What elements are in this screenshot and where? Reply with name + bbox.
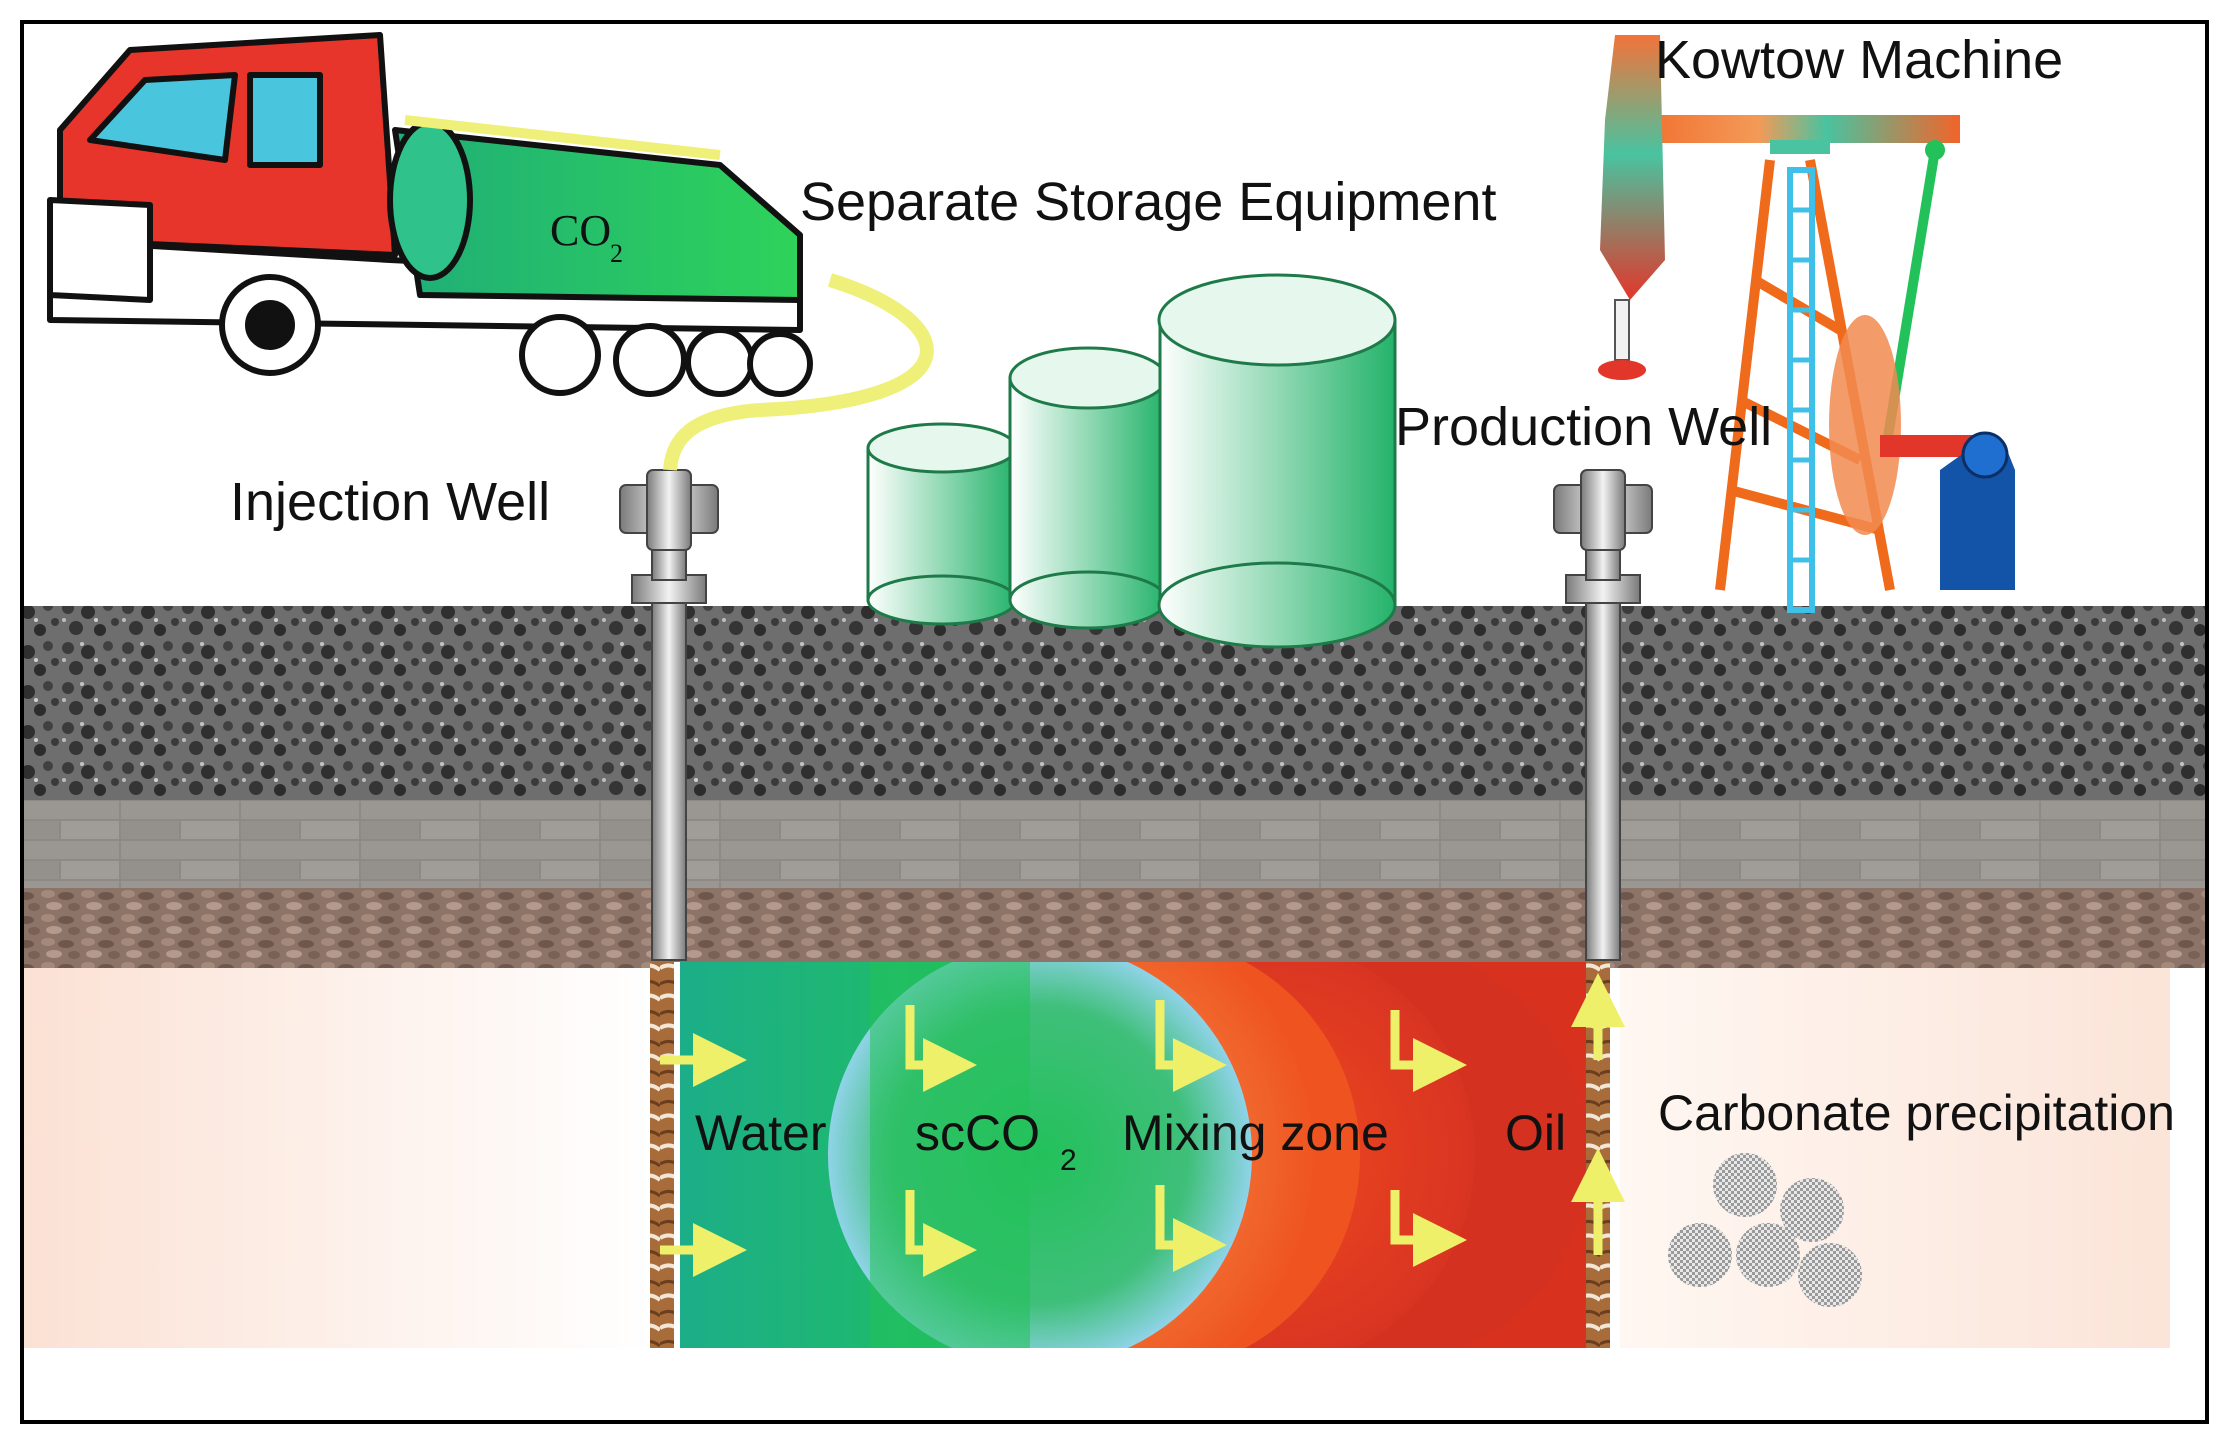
- arrow-l-5: [1390, 1010, 1467, 1092]
- injection-casing: [651, 599, 687, 961]
- pumpjack-ladder: [1787, 167, 1815, 613]
- pumpjack-gearbox: [1940, 445, 2015, 590]
- co2-tanker-truck-icon: [47, 32, 813, 397]
- carbonate-particles-icon: [1668, 1153, 1862, 1307]
- injection-well: [619, 469, 719, 961]
- arrow-l-2: [905, 1190, 977, 1277]
- pumpjack-carrier: [1598, 360, 1646, 380]
- truck-window: [87, 72, 238, 163]
- label-oil: Oil: [1505, 1105, 1566, 1161]
- wellhead-valve-icon: [1553, 469, 1653, 551]
- pumpjack-polished-rod: [1614, 299, 1630, 361]
- pumpjack-icon: [1598, 35, 2015, 613]
- production-well: [1553, 469, 1653, 961]
- label-separate-storage: Separate Storage Equipment: [800, 172, 1496, 232]
- arrow-l-1: [905, 1005, 977, 1092]
- arrow-l-6: [1390, 1190, 1467, 1267]
- flow-arrows: [660, 973, 1625, 1277]
- storage-tank-small: [866, 422, 1018, 626]
- label-mixing-zone: Mixing zone: [1122, 1105, 1389, 1161]
- truck-tank-end: [387, 119, 473, 281]
- storage-tank-medium: [1008, 346, 1168, 630]
- production-casing: [1585, 599, 1621, 961]
- injection-wellbore: [650, 962, 674, 1348]
- co2-hose: [663, 273, 934, 471]
- truck-wheel-rear-3: [685, 327, 755, 397]
- pumpjack-motor: [1961, 431, 2009, 479]
- truck-wheel-rear-4: [747, 331, 813, 397]
- pumpjack-beam: [1625, 115, 1960, 143]
- label-kowtow-machine: Kowtow Machine: [1655, 30, 2063, 90]
- label-water: Water: [695, 1105, 827, 1161]
- label-scco2-sub: 2: [1060, 1144, 1077, 1177]
- pumpjack-crank-bar: [1880, 435, 1975, 457]
- truck-tank-top: [404, 115, 721, 160]
- pumpjack-saddle: [1770, 140, 1830, 154]
- truck-co2-label: CO: [550, 206, 611, 255]
- label-injection-well: Injection Well: [230, 472, 550, 532]
- sandstone-reservoir-left: [24, 968, 654, 1348]
- pumpjack-horse-head: [1600, 35, 1665, 300]
- porous-rock-layer: [24, 606, 2205, 801]
- label-production-well: Production Well: [1395, 397, 1772, 457]
- truck-wheel-rear-1: [519, 314, 601, 396]
- brick-caprock-layer: [24, 800, 2205, 890]
- truck-grille: [47, 197, 153, 303]
- truck-wheel-rear-2: [613, 323, 687, 397]
- wellhead-valve-icon: [619, 469, 719, 551]
- pumpjack-equalizer: [1925, 140, 1945, 160]
- truck-door-window: [247, 72, 323, 168]
- sandstone-reservoir-right: [1620, 968, 2170, 1348]
- pumpjack-ladder-rungs: [1790, 207, 1812, 563]
- arrow-l-3: [1155, 1000, 1227, 1092]
- scco2-zone: [870, 962, 1030, 1348]
- storage-tanks: [866, 273, 1397, 649]
- injection-wellbore-line: [674, 962, 680, 1348]
- reservoir-top-mask: [640, 900, 1640, 962]
- label-scco2: scCO: [915, 1105, 1040, 1161]
- storage-tank-large: [1157, 273, 1397, 649]
- reservoir-bottom-mask: [640, 1348, 1640, 1420]
- pumpjack-counterweight: [1829, 315, 1901, 535]
- truck-co2-sub: 2: [610, 239, 623, 268]
- label-carbonate-precipitation: Carbonate precipitation: [1658, 1085, 2175, 1141]
- arrow-l-4: [1155, 1185, 1227, 1272]
